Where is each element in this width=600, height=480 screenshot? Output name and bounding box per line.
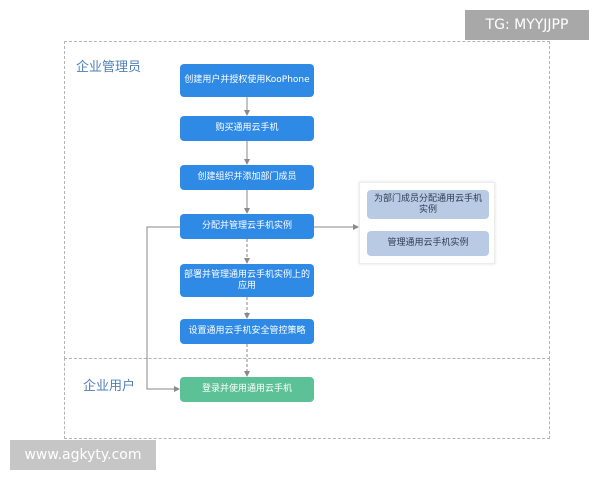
step-login-use: 登录并使用通用云手机 [180, 377, 314, 402]
side-item-manage: 管理通用云手机实例 [367, 231, 489, 256]
step-create-org: 创建组织并添加部门成员 [180, 165, 314, 190]
step-purchase: 购买通用云手机 [180, 116, 314, 141]
step-allocate-manage: 分配并管理云手机实例 [180, 214, 314, 239]
user-lane-title: 企业用户 [83, 379, 136, 394]
tg-watermark: TG: MYYJJPP [465, 10, 589, 40]
step-create-user: 创建用户并授权使用KooPhone [180, 64, 314, 97]
step-deploy-apps: 部署并管理通用云手机实例上的应用 [180, 264, 314, 297]
side-item-assign: 为部门成员分配通用云手机实例 [367, 190, 489, 219]
user-lane [64, 358, 550, 439]
admin-lane-title: 企业管理员 [76, 60, 142, 75]
connector-allocate-login [146, 226, 180, 392]
step-security-policy: 设置通用云手机安全管控策略 [180, 319, 314, 344]
site-watermark: www.agkyty.com [10, 440, 156, 470]
